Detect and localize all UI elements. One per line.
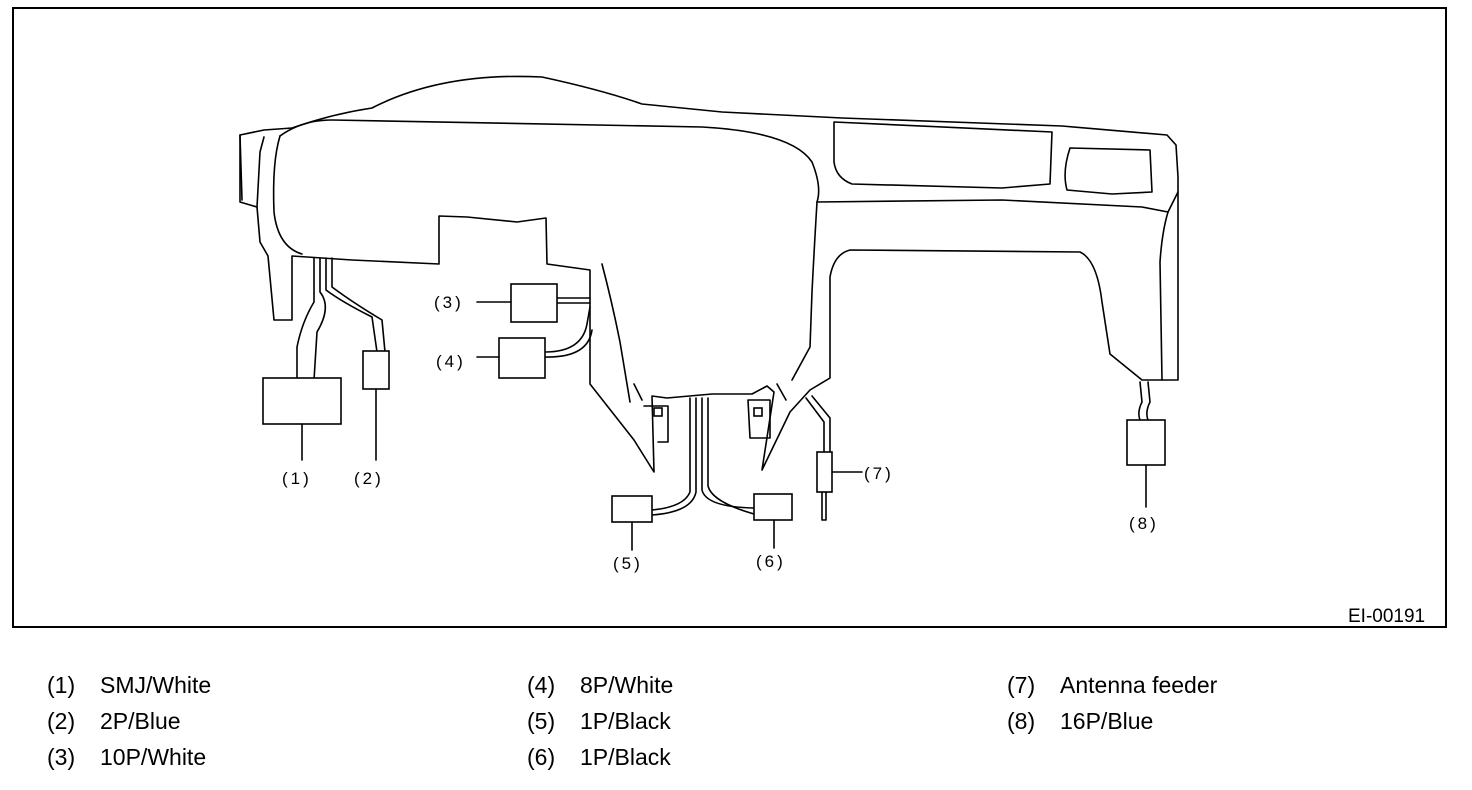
connector-5: [611, 495, 653, 523]
dashboard-wiring-diagram: (1) (2) (3) (4) (5) (6) (7) (8) EI-00191: [239, 75, 1425, 627]
legend-item: (4) 8P/White: [527, 670, 673, 706]
connector-1: [262, 377, 342, 425]
figure-id: EI-00191: [1348, 606, 1425, 627]
legend-label: 8P/White: [580, 672, 674, 698]
callout-1: (1): [282, 469, 312, 488]
legend-column-1: (1) SMJ/White (2) 2P/Blue (3) 10P/White: [47, 670, 211, 778]
legend-item: (2) 2P/Blue: [47, 706, 211, 742]
legend-label: Antenna feeder: [1060, 672, 1218, 698]
callout-6: (6): [756, 552, 786, 571]
instrument-panel-outline: [239, 75, 1179, 473]
callout-3: (3): [434, 293, 464, 312]
wire-harness: [296, 257, 1151, 521]
connector-2: [362, 350, 390, 390]
connector-3: [510, 283, 558, 323]
callout-8: (8): [1129, 514, 1159, 533]
diagram-frame: (1) (2) (3) (4) (5) (6) (7) (8) EI-00191: [12, 7, 1447, 628]
connector-7: [816, 451, 833, 493]
legend-label: 16P/Blue: [1060, 708, 1154, 734]
legend-num: (8): [1007, 708, 1036, 734]
legend-item: (8) 16P/Blue: [1007, 706, 1217, 742]
legend-item: (6) 1P/Black: [527, 742, 673, 778]
callout-5: (5): [613, 554, 643, 573]
legend-column-3: (7) Antenna feeder (8) 16P/Blue: [1007, 670, 1217, 742]
connectors: [262, 283, 1166, 523]
legend-num: (4): [527, 672, 556, 698]
callout-7: (7): [864, 464, 894, 483]
legend-item: (1) SMJ/White: [47, 670, 211, 706]
leader-lines: [301, 301, 1147, 551]
callout-4: (4): [436, 352, 466, 371]
legend-column-2: (4) 8P/White (5) 1P/Black (6) 1P/Black: [527, 670, 673, 778]
connector-4: [498, 337, 546, 379]
legend-label: 2P/Blue: [100, 708, 181, 734]
connector-8: [1126, 419, 1166, 466]
legend-label: SMJ/White: [100, 672, 212, 698]
legend-num: (6): [527, 744, 556, 770]
legend-item: (3) 10P/White: [47, 742, 211, 778]
legend-label: 1P/Black: [580, 708, 671, 734]
legend-num: (5): [527, 708, 556, 734]
legend-item: (5) 1P/Black: [527, 706, 673, 742]
callout-2: (2): [354, 469, 384, 488]
legend-num: (3): [47, 744, 76, 770]
legend-label: 1P/Black: [580, 744, 671, 770]
legend: (1) SMJ/White (2) 2P/Blue (3) 10P/White (4)…: [0, 670, 1472, 780]
legend-num: (1): [47, 672, 76, 698]
legend-label: 10P/White: [100, 744, 207, 770]
connector-6: [753, 493, 793, 521]
legend-num: (2): [47, 708, 76, 734]
legend-num: (7): [1007, 672, 1036, 698]
legend-item: (7) Antenna feeder: [1007, 670, 1217, 706]
